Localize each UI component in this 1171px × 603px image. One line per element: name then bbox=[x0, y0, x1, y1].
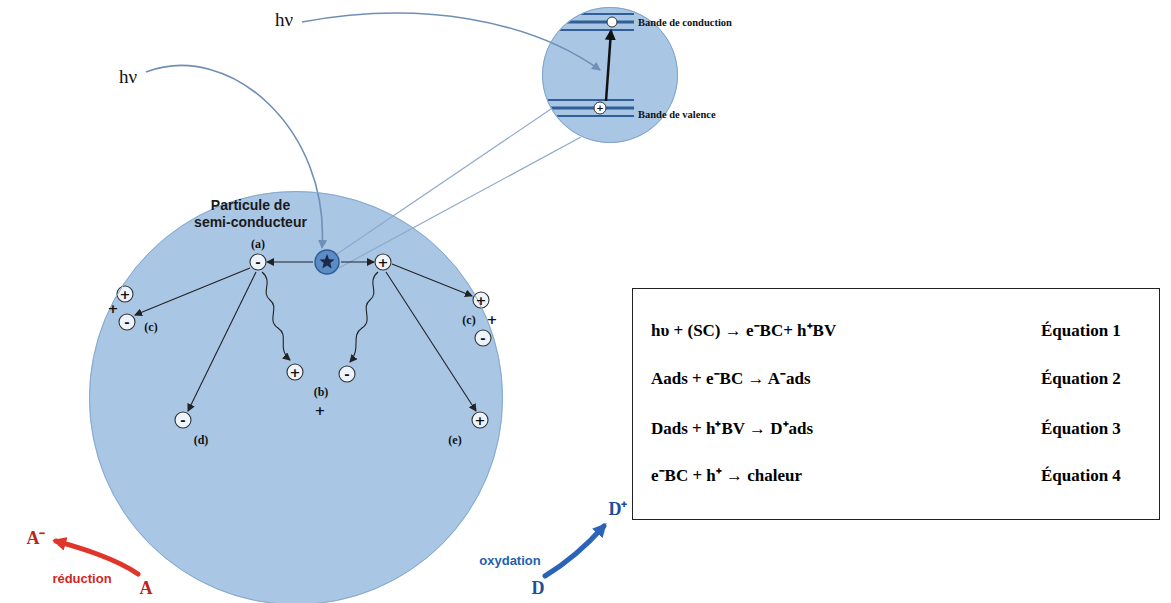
charge-sign: - bbox=[124, 315, 129, 330]
photon-arrow bbox=[146, 65, 322, 248]
charge-circle bbox=[339, 366, 355, 382]
energy-bands bbox=[540, 14, 634, 116]
species-label: D⁺ bbox=[609, 496, 628, 520]
band-line bbox=[540, 21, 634, 24]
photon-label: hν bbox=[275, 9, 293, 31]
callout-letter: (c) bbox=[144, 320, 157, 335]
node-outline bbox=[89, 191, 503, 603]
migration-arrow bbox=[392, 264, 472, 296]
callout-letter: (b) bbox=[314, 385, 329, 400]
node-outline-shape bbox=[90, 192, 503, 603]
particle-fill bbox=[89, 191, 503, 603]
charge-sign: + bbox=[378, 255, 389, 270]
process-label: réduction bbox=[52, 571, 111, 586]
charge-sign: + bbox=[596, 103, 604, 113]
charge-sign: - bbox=[344, 367, 349, 382]
species-label: A bbox=[140, 578, 153, 599]
charge-circle bbox=[250, 254, 266, 270]
process-label: oxydation bbox=[479, 553, 540, 568]
callout-letter: (c) bbox=[462, 313, 475, 328]
charge-sign: + bbox=[290, 365, 301, 380]
charge-circles bbox=[117, 254, 491, 428]
excitation-star bbox=[319, 254, 334, 269]
recombination-wave bbox=[262, 272, 290, 360]
band-inset: Bande de conductionBande de valence bbox=[542, 7, 678, 143]
migration-arrow bbox=[188, 272, 256, 411]
charge-sign: + bbox=[487, 312, 498, 327]
photon-label: hν bbox=[119, 66, 137, 88]
separation-arrow bbox=[341, 261, 374, 262]
charge-sign: + bbox=[476, 293, 487, 308]
zoom-line bbox=[337, 109, 551, 254]
excitation-site bbox=[315, 250, 339, 274]
charge-circle bbox=[475, 330, 491, 346]
equation: e⁻BC + h⁺ → chaleur bbox=[651, 466, 802, 486]
equation: Dads + h⁺BV → D⁺ads bbox=[651, 419, 813, 439]
photon-arrow bbox=[302, 13, 600, 70]
excitation-arrow bbox=[606, 31, 611, 101]
equation: Aads + e⁻BC → A⁻ads bbox=[651, 369, 811, 389]
charge-sign: + bbox=[315, 403, 326, 418]
equation-box: hυ + (SC) → e⁻BC+ h⁺BV Équation 1 Aads + e… bbox=[632, 288, 1160, 520]
equation-number: Équation 4 bbox=[1041, 466, 1121, 486]
charge-sign: + bbox=[120, 287, 131, 302]
charge-circle bbox=[119, 314, 135, 330]
band-line bbox=[540, 29, 634, 31]
charge-circle bbox=[473, 292, 489, 308]
charge-sign: + bbox=[108, 301, 119, 316]
equation-number: Équation 1 bbox=[1041, 321, 1121, 341]
charge-circle bbox=[375, 254, 391, 270]
band-name: Bande de conduction bbox=[638, 17, 732, 29]
charge-circle bbox=[472, 412, 488, 428]
particle-title: Particule de semi-conducteur bbox=[192, 197, 309, 231]
charge-circle bbox=[175, 412, 191, 428]
migration-arrow bbox=[386, 272, 476, 411]
equation: hυ + (SC) → e⁻BC+ h⁺BV bbox=[651, 321, 836, 341]
migration-arrow bbox=[135, 268, 250, 315]
band-line bbox=[540, 99, 634, 101]
band-line bbox=[540, 13, 634, 15]
semiconductor-particle: Particule de semi-conducteur bbox=[89, 191, 503, 603]
callout-letter: (d) bbox=[194, 433, 209, 448]
charge-sign: + bbox=[475, 413, 486, 428]
species-label: A⁻ bbox=[27, 525, 46, 549]
reduction-arrow bbox=[56, 541, 138, 574]
zoom-line bbox=[339, 137, 581, 268]
equation-number: Équation 3 bbox=[1041, 419, 1121, 439]
inset-hole bbox=[594, 102, 606, 114]
inset-electron bbox=[607, 17, 617, 27]
charge-sign: - bbox=[480, 331, 485, 346]
oxidation-arrow bbox=[545, 526, 604, 576]
charge-circle bbox=[117, 286, 133, 302]
band-name: Bande de valence bbox=[638, 109, 716, 121]
species-label: D bbox=[532, 578, 545, 599]
recombination-wave bbox=[350, 272, 378, 362]
charge-sign: - bbox=[180, 413, 185, 428]
equation-number: Équation 2 bbox=[1041, 369, 1121, 389]
band-line bbox=[540, 107, 634, 110]
callout-letter: (e) bbox=[448, 433, 461, 448]
charge-circle bbox=[287, 364, 303, 380]
callout-letter: (a) bbox=[251, 237, 265, 252]
band-line bbox=[540, 115, 634, 117]
separation-arrow bbox=[267, 261, 313, 262]
charge-sign: - bbox=[255, 255, 260, 270]
